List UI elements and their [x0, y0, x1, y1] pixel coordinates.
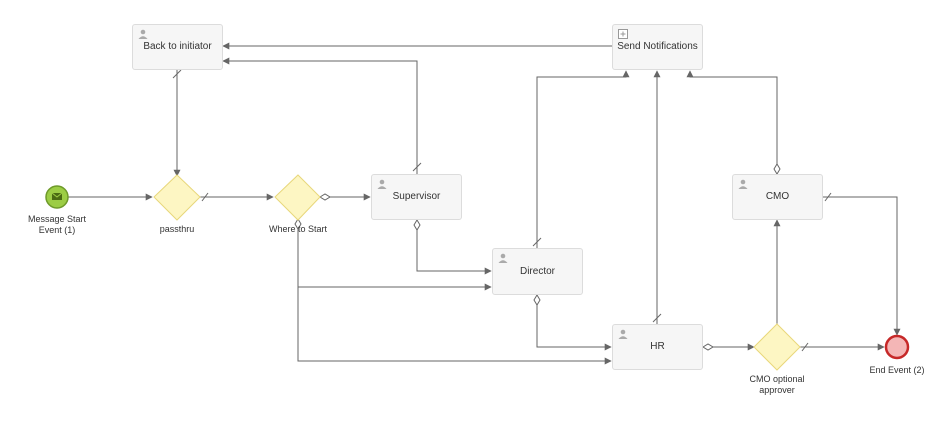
task-label: Back to initiator [143, 41, 212, 52]
task-director[interactable]: Director [492, 248, 583, 295]
start-event-label-line1: Message Start [27, 214, 87, 224]
envelope-icon [51, 192, 63, 200]
gateway-cmo-optional-label-line2: approver [759, 385, 795, 395]
flow-cmo-to-end[interactable] [823, 196, 901, 336]
start-event-label-line2: Event (1) [38, 225, 76, 235]
end-event-label: End Event (2) [869, 365, 925, 375]
subprocess-icon [618, 29, 628, 39]
conditional-flow-mark [294, 218, 302, 230]
gateway-cmo-optional-label-line1: CMO optional [749, 374, 805, 384]
gateway-cmo-optional-label: CMO optional approver [732, 374, 822, 396]
flow-director-to-hr[interactable] [536, 295, 612, 351]
user-icon [498, 253, 508, 263]
task-back-to-initiator[interactable]: Back to initiator [132, 24, 223, 70]
task-cmo[interactable]: CMO [732, 174, 823, 220]
user-icon [618, 329, 628, 339]
start-event[interactable] [45, 185, 69, 209]
flow-cmo-to-send[interactable] [686, 70, 778, 174]
task-label: Send Notifications [617, 41, 698, 52]
flow-where-to-hr[interactable] [297, 219, 612, 365]
end-event[interactable] [884, 334, 910, 360]
default-flow-mark [412, 162, 422, 172]
default-flow-mark [652, 313, 662, 323]
flow-supervisor-to-back[interactable] [222, 57, 418, 174]
task-label: HR [650, 341, 665, 352]
default-flow-mark [201, 192, 209, 202]
conditional-flow-mark [319, 193, 331, 201]
gateway-cmo-optional-approver[interactable] [753, 323, 801, 371]
user-icon [377, 179, 387, 189]
flow-supervisor-to-director[interactable] [416, 220, 492, 275]
default-flow-mark [532, 237, 542, 247]
gateway-where-to-start-label: Where to Start [268, 224, 328, 234]
gateway-where-to-start[interactable] [274, 174, 321, 221]
conditional-flow-mark [702, 343, 714, 351]
flow-director-to-send[interactable] [536, 70, 630, 248]
task-hr[interactable]: HR [612, 324, 703, 370]
task-send-notifications[interactable]: Send Notifications [612, 24, 703, 70]
gateway-passthru[interactable] [153, 174, 201, 221]
default-flow-mark [801, 342, 809, 352]
gateway-passthru-label: passthru [159, 224, 195, 234]
task-supervisor[interactable]: Supervisor [371, 174, 462, 220]
conditional-flow-mark [773, 163, 781, 175]
default-flow-mark [824, 192, 832, 202]
task-label: Director [519, 265, 555, 277]
start-event-label: Message Start Event (1) [17, 214, 97, 236]
user-icon [738, 179, 748, 189]
user-icon [138, 29, 148, 39]
task-label: CMO [765, 191, 790, 202]
conditional-flow-mark [413, 219, 421, 231]
default-flow-mark [172, 69, 182, 79]
task-label: Supervisor [392, 191, 441, 202]
conditional-flow-mark [533, 294, 541, 306]
